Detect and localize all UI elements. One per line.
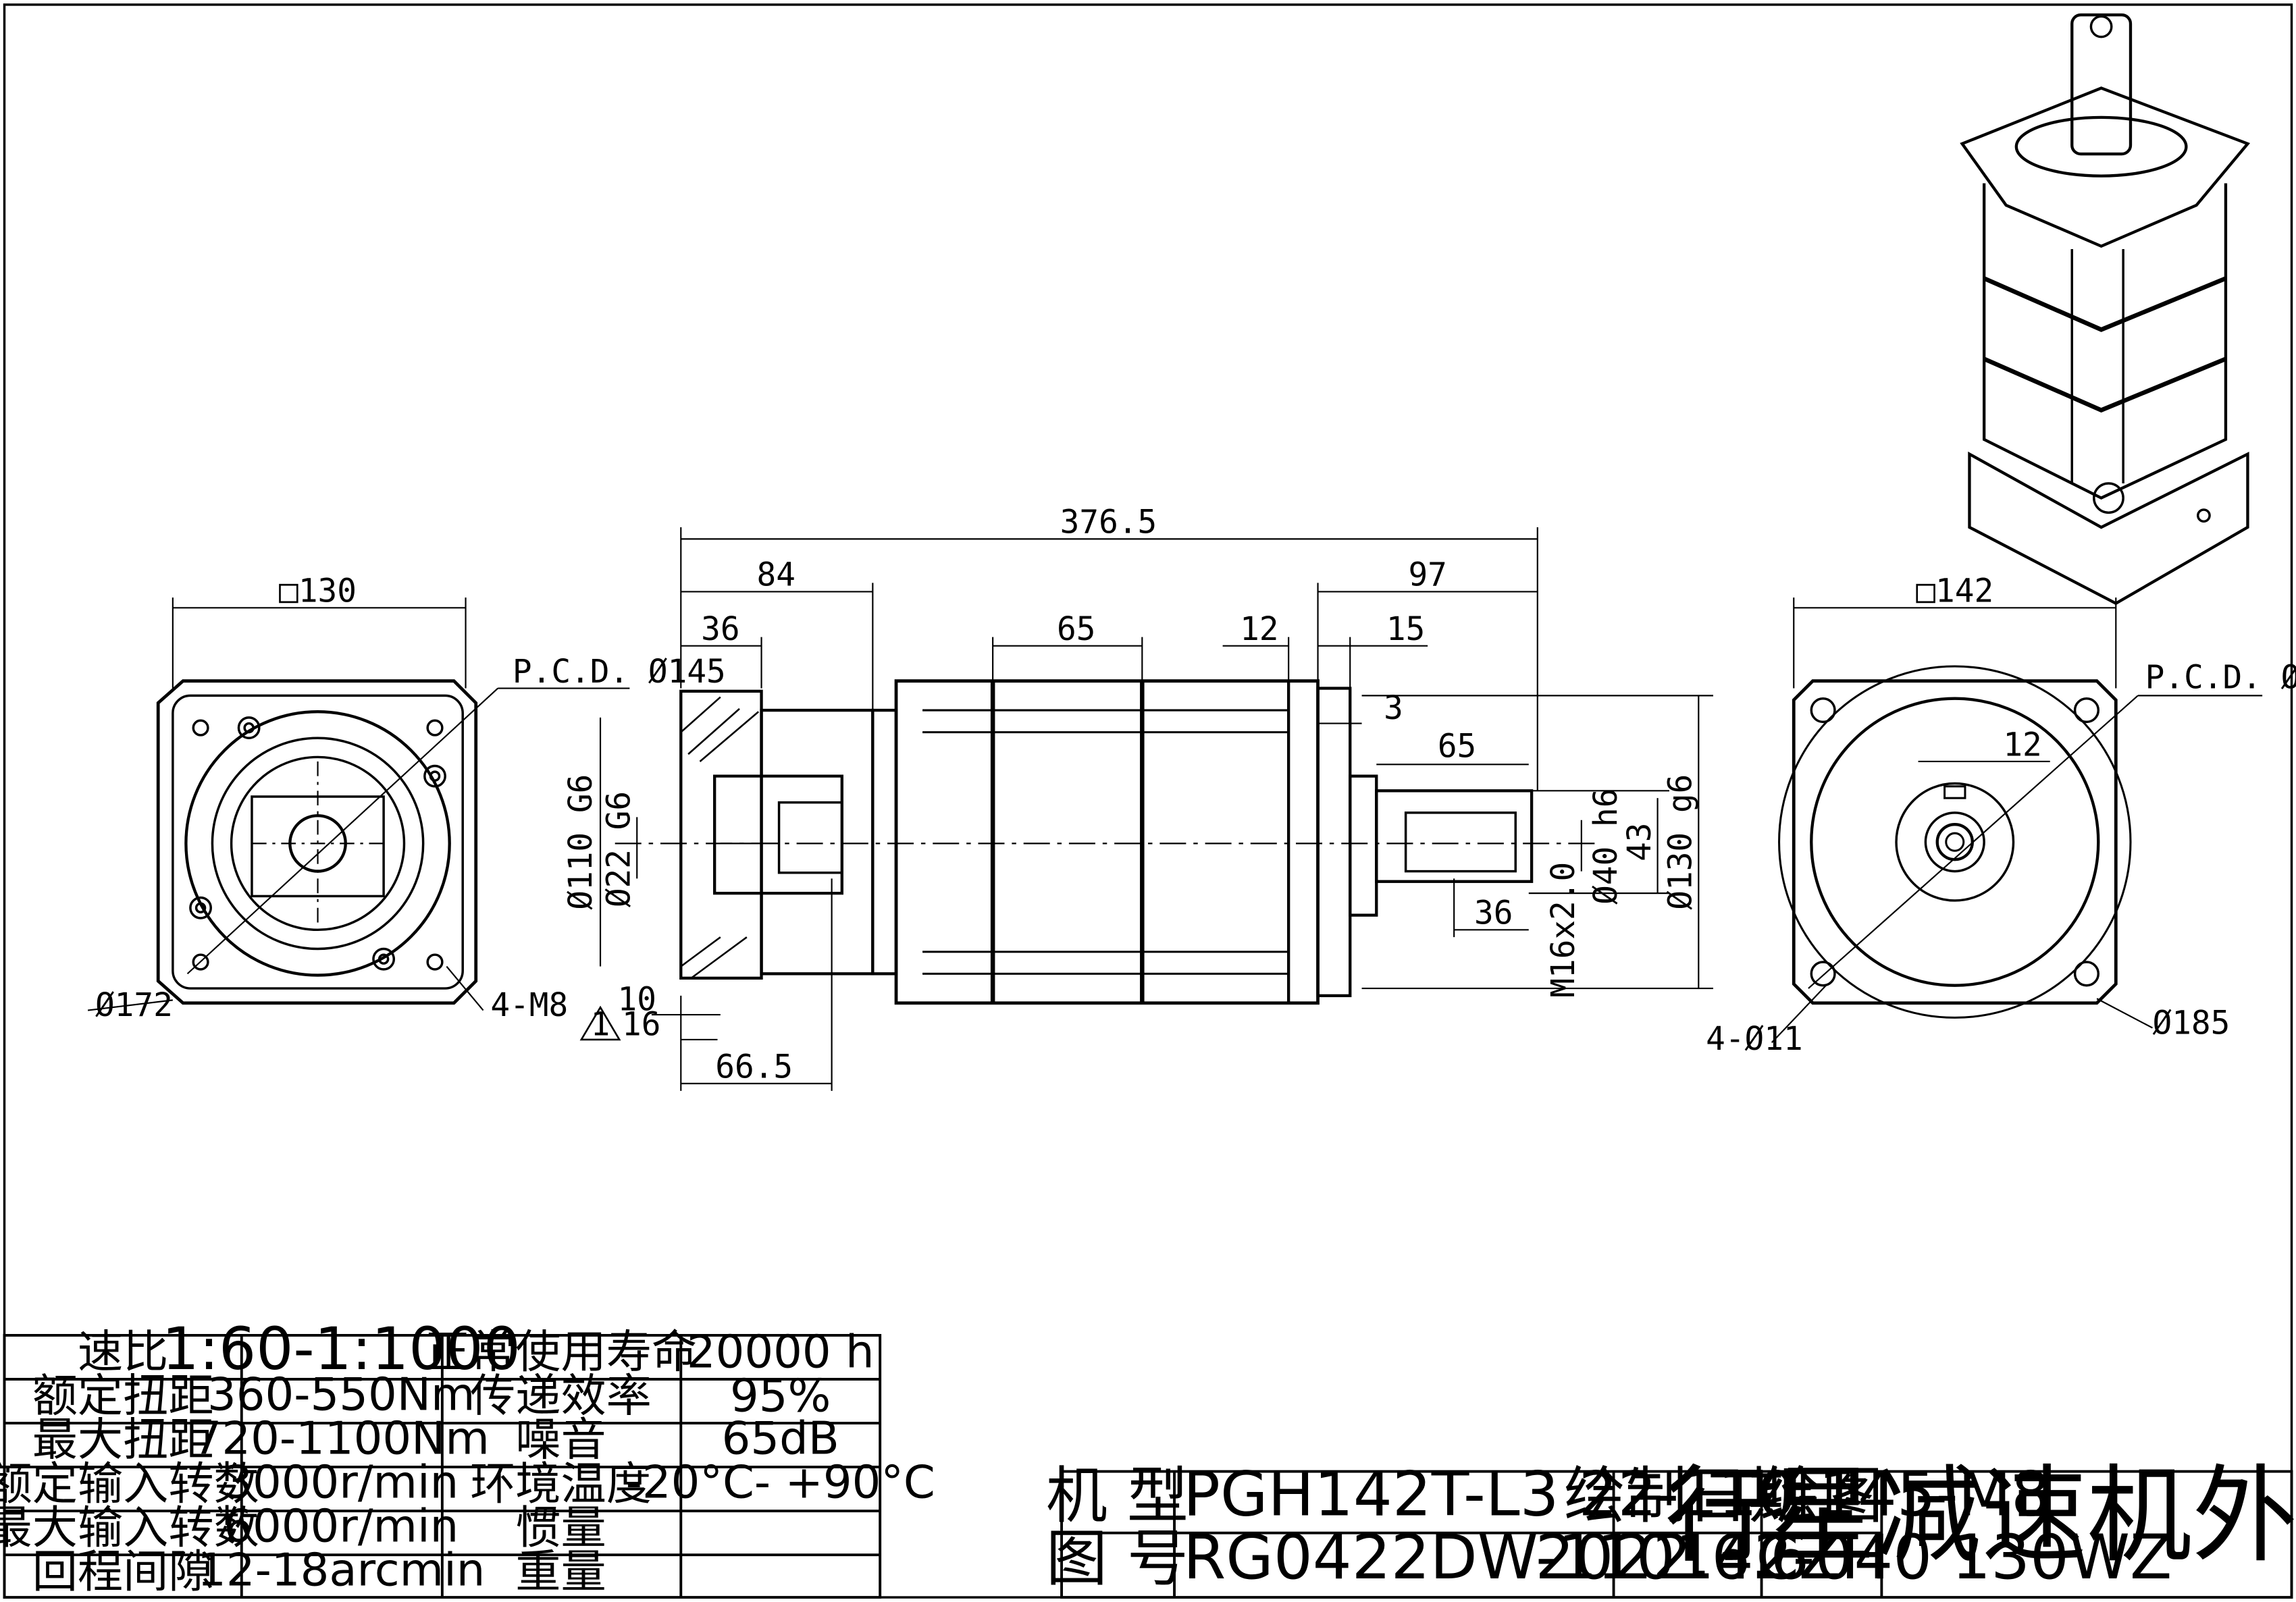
dimension-labels: □130 P.C.D. Ø145 Ø172 4-M8 376.5 84 36 6… xyxy=(95,504,2296,1086)
drawing-no-value: RG0422DW-110142-040 130WZ xyxy=(1183,1522,2172,1593)
spec-value: 3000r/min xyxy=(224,1456,459,1509)
model-value: PGH142T-L3 22-110-145-M8 xyxy=(1183,1459,2050,1530)
date-label: 绘制日期 xyxy=(1564,1460,1810,1532)
model-label: 机 型 xyxy=(1046,1460,1189,1532)
spec-value: 20000 h xyxy=(687,1326,875,1379)
dim-84: 84 xyxy=(757,557,795,594)
dim-65-body: 65 xyxy=(1057,611,1095,648)
spec-value: -20°C- +90°C xyxy=(626,1456,935,1509)
drawn-by-value: CZH xyxy=(1756,1522,1887,1593)
spec-value: 6000r/min xyxy=(224,1500,459,1553)
title-block: 机 型 PGH142T-L3 22-110-145-M8 图 号 RG0422D… xyxy=(1046,1454,2296,1595)
spec-key: 传递效率 xyxy=(470,1370,652,1422)
rear-view xyxy=(1771,597,2263,1044)
spec-key: 最大输入转数 xyxy=(0,1501,259,1554)
dim-tri-label: 1 xyxy=(591,1006,610,1043)
spec-table-grid xyxy=(3,1334,882,1599)
date-value: 2022.6.6 xyxy=(1536,1522,1810,1593)
dim-front-dia: Ø172 xyxy=(95,987,173,1024)
dim-front-square: □130 xyxy=(279,573,357,610)
dim-16: 16 xyxy=(622,1006,660,1043)
spec-value: 1:60-1:1000 xyxy=(162,1315,521,1383)
dim-thread: M16x2.0 xyxy=(1545,862,1582,998)
title-block-grid xyxy=(1060,1470,2293,1599)
spec-key: 重量 xyxy=(515,1545,606,1598)
dim-97: 97 xyxy=(1408,557,1446,594)
dim-rear-holes: 4-Ø11 xyxy=(1706,1021,1803,1058)
spec-value: 720-1100Nm xyxy=(193,1412,490,1465)
spec-table: 速比 1:60-1:1000 正常使用寿命 20000 h 额定扭距 360-5… xyxy=(0,1315,935,1598)
spec-key: 速比 xyxy=(78,1326,168,1379)
spec-value: 12-18arcmin xyxy=(197,1544,485,1597)
isometric-view xyxy=(1960,13,2251,606)
dim-36-top: 36 xyxy=(701,611,739,648)
spec-value: 65dB xyxy=(722,1412,839,1465)
spec-key: 最大扭距 xyxy=(32,1414,214,1466)
spec-key: 环境温度 xyxy=(470,1458,652,1510)
dim-rear-key: 12 xyxy=(2003,726,2041,764)
drawing-title: 行星减速机外形图 xyxy=(1665,1454,2296,1577)
dim-dia40: Ø40 h6 xyxy=(1588,789,1625,905)
dim-dia110: Ø110 G6 xyxy=(563,774,600,910)
spec-key: 惯量 xyxy=(515,1501,606,1554)
dim-36-shaft: 36 xyxy=(1474,895,1513,932)
drawing-no-label: 图 号 xyxy=(1046,1523,1189,1595)
side-view xyxy=(579,527,1713,1091)
spec-key: 噪音 xyxy=(515,1414,606,1466)
dim-15: 15 xyxy=(1386,611,1425,648)
dim-dia22: Ø22 G6 xyxy=(600,791,637,907)
dim-10: 10 xyxy=(618,982,656,1019)
spec-value: 360-550Nm xyxy=(207,1368,475,1421)
drawn-by-label: 绘图 xyxy=(1760,1460,1883,1532)
dim-front-holes: 4-M8 xyxy=(490,987,568,1024)
dim-43: 43 xyxy=(1621,823,1659,861)
dim-overall-length: 376.5 xyxy=(1060,504,1157,541)
dim-rear-square: □142 xyxy=(1916,573,1993,610)
spec-key: 回程间隙 xyxy=(32,1545,214,1598)
front-view xyxy=(87,597,630,1011)
dim-12: 12 xyxy=(1240,611,1278,648)
spec-value: 95% xyxy=(730,1370,831,1422)
dim-front-pcd: P.C.D. Ø145 xyxy=(513,653,726,691)
spec-key: 额定输入转数 xyxy=(0,1458,259,1510)
spec-key: 正常使用寿命 xyxy=(425,1326,697,1379)
dim-66-5: 66.5 xyxy=(715,1048,793,1086)
dim-3: 3 xyxy=(1384,690,1403,727)
dim-rear-dia: Ø185 xyxy=(2153,1005,2230,1042)
dim-65-shaft: 65 xyxy=(1438,728,1476,765)
dim-rear-pcd: P.C.D. Ø165 xyxy=(2145,660,2296,697)
spec-key: 额定扭距 xyxy=(32,1370,214,1422)
dim-dia130: Ø130 g6 xyxy=(1662,774,1699,910)
